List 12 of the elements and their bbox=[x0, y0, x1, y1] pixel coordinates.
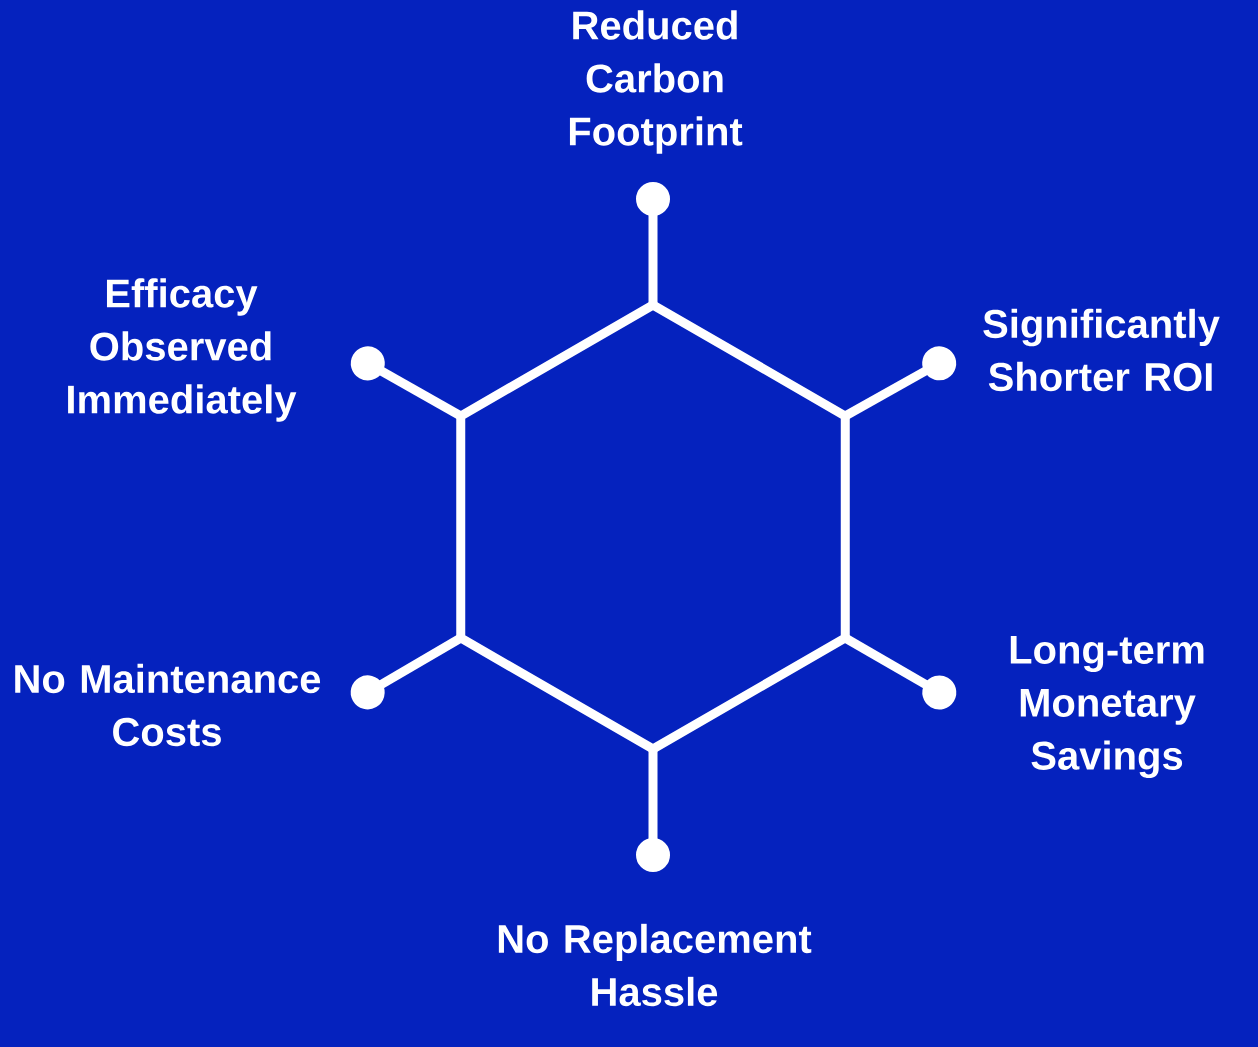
benefit-label: No Replacement Hassle bbox=[498, 923, 812, 1007]
benefit-label: No Maintenance Costs bbox=[15, 663, 321, 747]
leader-line bbox=[636, 182, 670, 305]
leader-line bbox=[350, 634, 463, 710]
benefit-label: Efficacy Observed Immediately bbox=[68, 278, 297, 422]
leader-line bbox=[843, 346, 957, 420]
benefit-label: Long-term Monetary Savings bbox=[1010, 636, 1204, 778]
leader-line bbox=[350, 346, 463, 420]
benefit-label: Reduced Carbon Footprint bbox=[569, 10, 743, 154]
leader-line bbox=[843, 634, 957, 710]
benefit-label: Significantly Shorter ROI bbox=[983, 308, 1220, 392]
leader-line bbox=[636, 749, 670, 872]
